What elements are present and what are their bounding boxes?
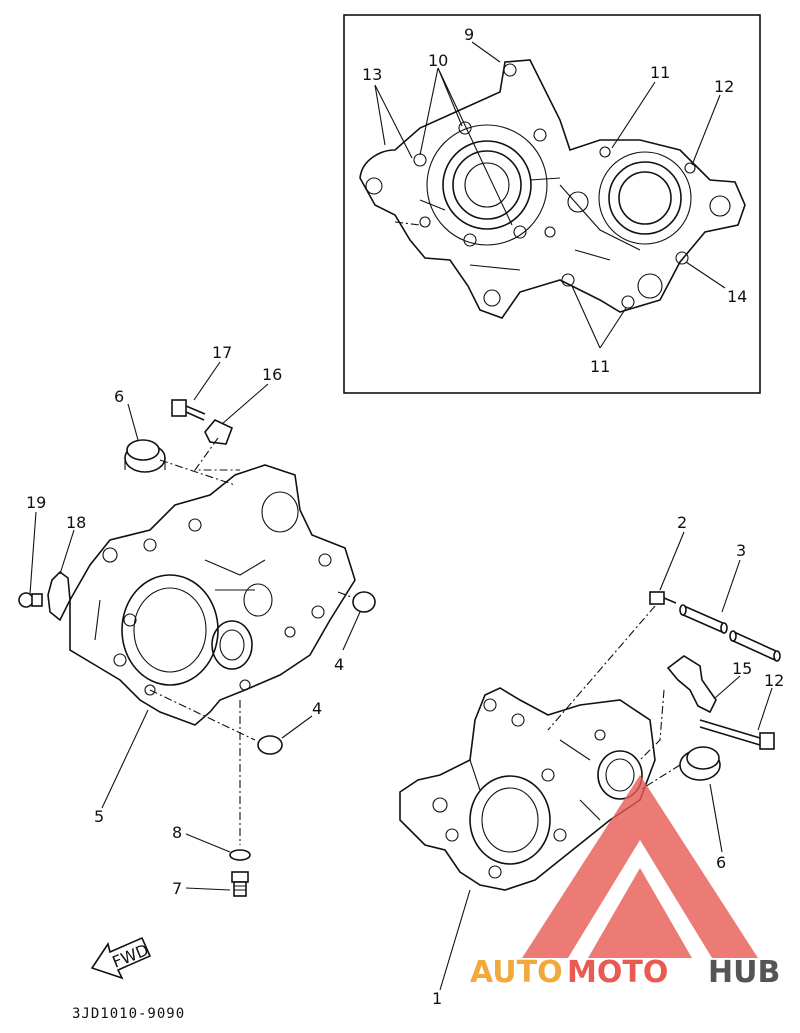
callout-8: 8	[172, 823, 182, 842]
callout-11-top: 11	[650, 63, 670, 82]
bracket-18	[47, 570, 71, 622]
callout-12-inset: 12	[714, 77, 734, 96]
callout-19: 19	[26, 493, 46, 512]
plug-19	[18, 592, 43, 608]
inset-detail-view: 9 10 13 11 12 14 11	[343, 14, 761, 394]
watermark-moto: MOTO	[567, 955, 668, 990]
callout-9: 9	[464, 25, 474, 44]
dowel-4-right	[337, 591, 376, 613]
bolt-12	[699, 719, 775, 750]
dowel-4-bottom	[149, 689, 283, 755]
nozzle-2	[649, 591, 677, 605]
callout-4-bottom: 4	[312, 699, 322, 718]
clamp-15	[666, 655, 717, 714]
clamp-16	[204, 419, 234, 445]
watermark-triangle-logo	[522, 775, 758, 958]
fwd-label: FWD	[110, 940, 152, 972]
callout-10: 10	[428, 51, 448, 70]
dowel-bushing-6-left	[124, 439, 166, 473]
callout-14: 14	[727, 287, 747, 306]
callout-13: 13	[362, 65, 382, 84]
callout-16: 16	[262, 365, 282, 384]
callout-2: 2	[677, 513, 687, 532]
callout-12-main: 12	[764, 671, 784, 690]
callout-17: 17	[212, 343, 232, 362]
left-crankcase-assembly: 17 16 6 19 18 4 4 5 8 7	[18, 343, 376, 898]
pipe-3	[679, 604, 781, 662]
callout-11-bottom: 11	[590, 357, 610, 376]
dowel-bushing-6-right	[679, 746, 721, 781]
callout-18: 18	[66, 513, 86, 532]
automotohub-watermark: AUTO MOTO HUB	[470, 775, 780, 990]
callout-3: 3	[736, 541, 746, 560]
callout-5: 5	[94, 807, 104, 826]
washer-8	[229, 849, 251, 861]
right-crankcase-assembly: 2 3 15 12 6 1	[399, 513, 784, 1008]
diagram-code: 3JD1010-9090	[72, 1006, 185, 1022]
callout-1: 1	[432, 989, 442, 1008]
bolt-17	[171, 399, 206, 421]
drain-bolt-7	[231, 871, 249, 897]
watermark-auto: AUTO	[470, 955, 563, 990]
watermark-hub: HUB	[708, 955, 780, 990]
callout-4-right: 4	[334, 655, 344, 674]
callout-6-right: 6	[716, 853, 726, 872]
fwd-arrow: FWD	[90, 936, 152, 980]
callout-6-left: 6	[114, 387, 124, 406]
callout-15: 15	[732, 659, 752, 678]
callout-7: 7	[172, 879, 182, 898]
